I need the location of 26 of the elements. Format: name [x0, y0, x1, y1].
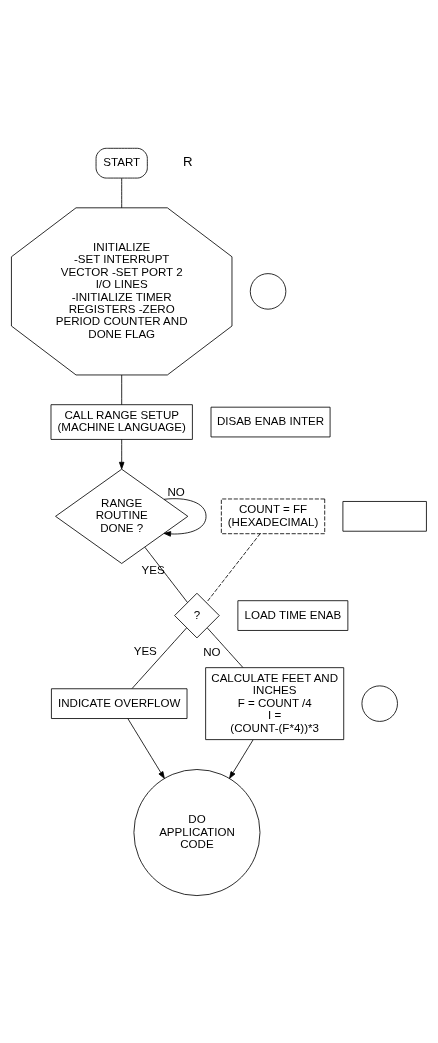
node-box: COUNT = FF (HEXADECIMAL): [220, 498, 326, 534]
node-box: CALL RANGE SETUP (MACHINE LANGUAGE): [50, 403, 193, 440]
connector: [121, 177, 123, 208]
arrow: [127, 717, 165, 779]
edge-label: YES: [133, 644, 157, 657]
node-box: START: [95, 147, 148, 178]
node-diamond: ?: [174, 592, 220, 638]
node-circle: [249, 272, 287, 310]
arrow: [163, 497, 207, 537]
label: R: [183, 153, 193, 169]
connector: [121, 374, 123, 405]
node-box: [342, 500, 427, 532]
edge-label: NO: [203, 645, 221, 658]
node-circle: [361, 684, 398, 722]
edge-label: YES: [141, 563, 165, 576]
node-box: DISAB ENAB INTER: [210, 406, 331, 437]
connector: [144, 546, 188, 603]
connector: [206, 532, 261, 603]
node-box: CALCULATE FEET AND INCHES F = COUNT /4 I = (COUNT-(F*4))*3: [205, 666, 345, 740]
node-box: INDICATE OVERFLOW: [51, 687, 188, 719]
arrow: [118, 438, 125, 469]
edge-label: NO: [167, 485, 185, 498]
connector: [207, 627, 244, 668]
node-box: LOAD TIME ENAB: [237, 599, 349, 631]
connector: [131, 627, 187, 689]
arrow: [229, 739, 254, 779]
